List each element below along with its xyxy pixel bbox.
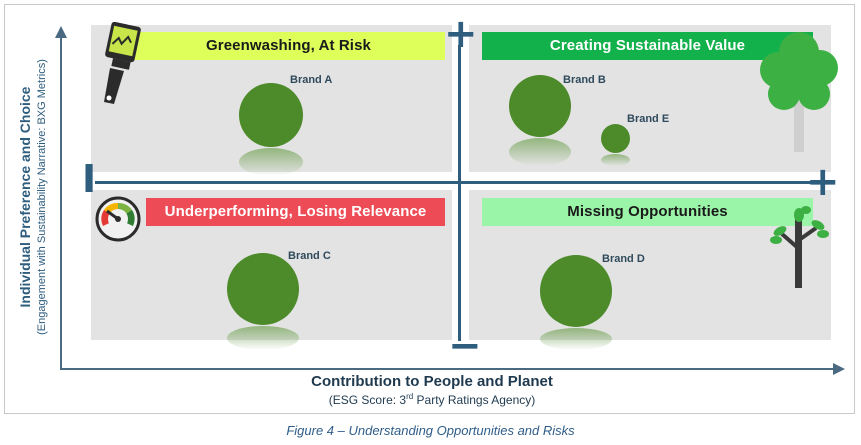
label-brand-c: Brand C	[288, 250, 331, 262]
plus-sign-top: +	[444, 11, 478, 57]
minus-sign-bottom: −	[448, 323, 482, 369]
x-axis-arrow-icon	[833, 363, 845, 375]
bubble-brand-b-reflection	[509, 138, 571, 166]
bubble-brand-e-reflection	[601, 154, 630, 166]
bubble-brand-b	[509, 75, 571, 137]
label-brand-e: Brand E	[627, 113, 670, 125]
label-brand-d: Brand D	[602, 253, 645, 265]
minus-sign-left: I	[82, 157, 97, 201]
sapling-icon	[770, 206, 829, 288]
quadrant-title-missing-opportunities: Missing Opportunities	[482, 198, 813, 226]
y-axis-arrow-icon	[55, 26, 67, 38]
quadrant-title-sustainable-value: Creating Sustainable Value	[482, 32, 813, 60]
figure-caption: Figure 4 – Understanding Opportunities a…	[286, 423, 575, 438]
bubble-brand-a-reflection	[239, 148, 303, 176]
bubble-brand-a	[239, 83, 303, 147]
x-axis-subtitle-suffix: Party Ratings Agency)	[413, 393, 536, 407]
bubble-brand-e	[601, 124, 630, 153]
horizontal-divider	[95, 181, 815, 184]
quadrant-title-underperforming: Underperforming, Losing Relevance	[146, 198, 445, 226]
vertical-divider	[458, 45, 461, 341]
label-brand-b: Brand B	[563, 74, 606, 86]
x-axis-subtitle-prefix: (ESG Score: 3	[328, 393, 407, 407]
x-axis-title: Contribution to People and Planet	[311, 373, 553, 390]
leafy-tree-icon	[760, 32, 838, 152]
bubble-brand-d	[540, 255, 612, 327]
paintbrush-icon	[104, 22, 141, 104]
x-axis-line	[60, 368, 833, 370]
y-axis-subtitle: (Engagement with Sustainability Narrativ…	[36, 59, 48, 335]
y-axis-title: Individual Preference and Choice	[17, 86, 33, 308]
bubble-brand-c	[227, 253, 299, 325]
bubble-brand-c-reflection	[227, 326, 299, 350]
x-axis-subtitle-superscript: rd	[406, 392, 414, 401]
bubble-brand-d-reflection	[540, 328, 612, 350]
x-axis-subtitle: (ESG Score: 3rd Party Ratings Agency)	[232, 392, 632, 407]
gauge-icon	[95, 196, 141, 242]
plus-sign-right: +	[806, 159, 840, 205]
y-axis-line	[60, 36, 62, 369]
quadrant-title-greenwashing: Greenwashing, At Risk	[132, 32, 445, 60]
label-brand-a: Brand A	[290, 74, 333, 86]
